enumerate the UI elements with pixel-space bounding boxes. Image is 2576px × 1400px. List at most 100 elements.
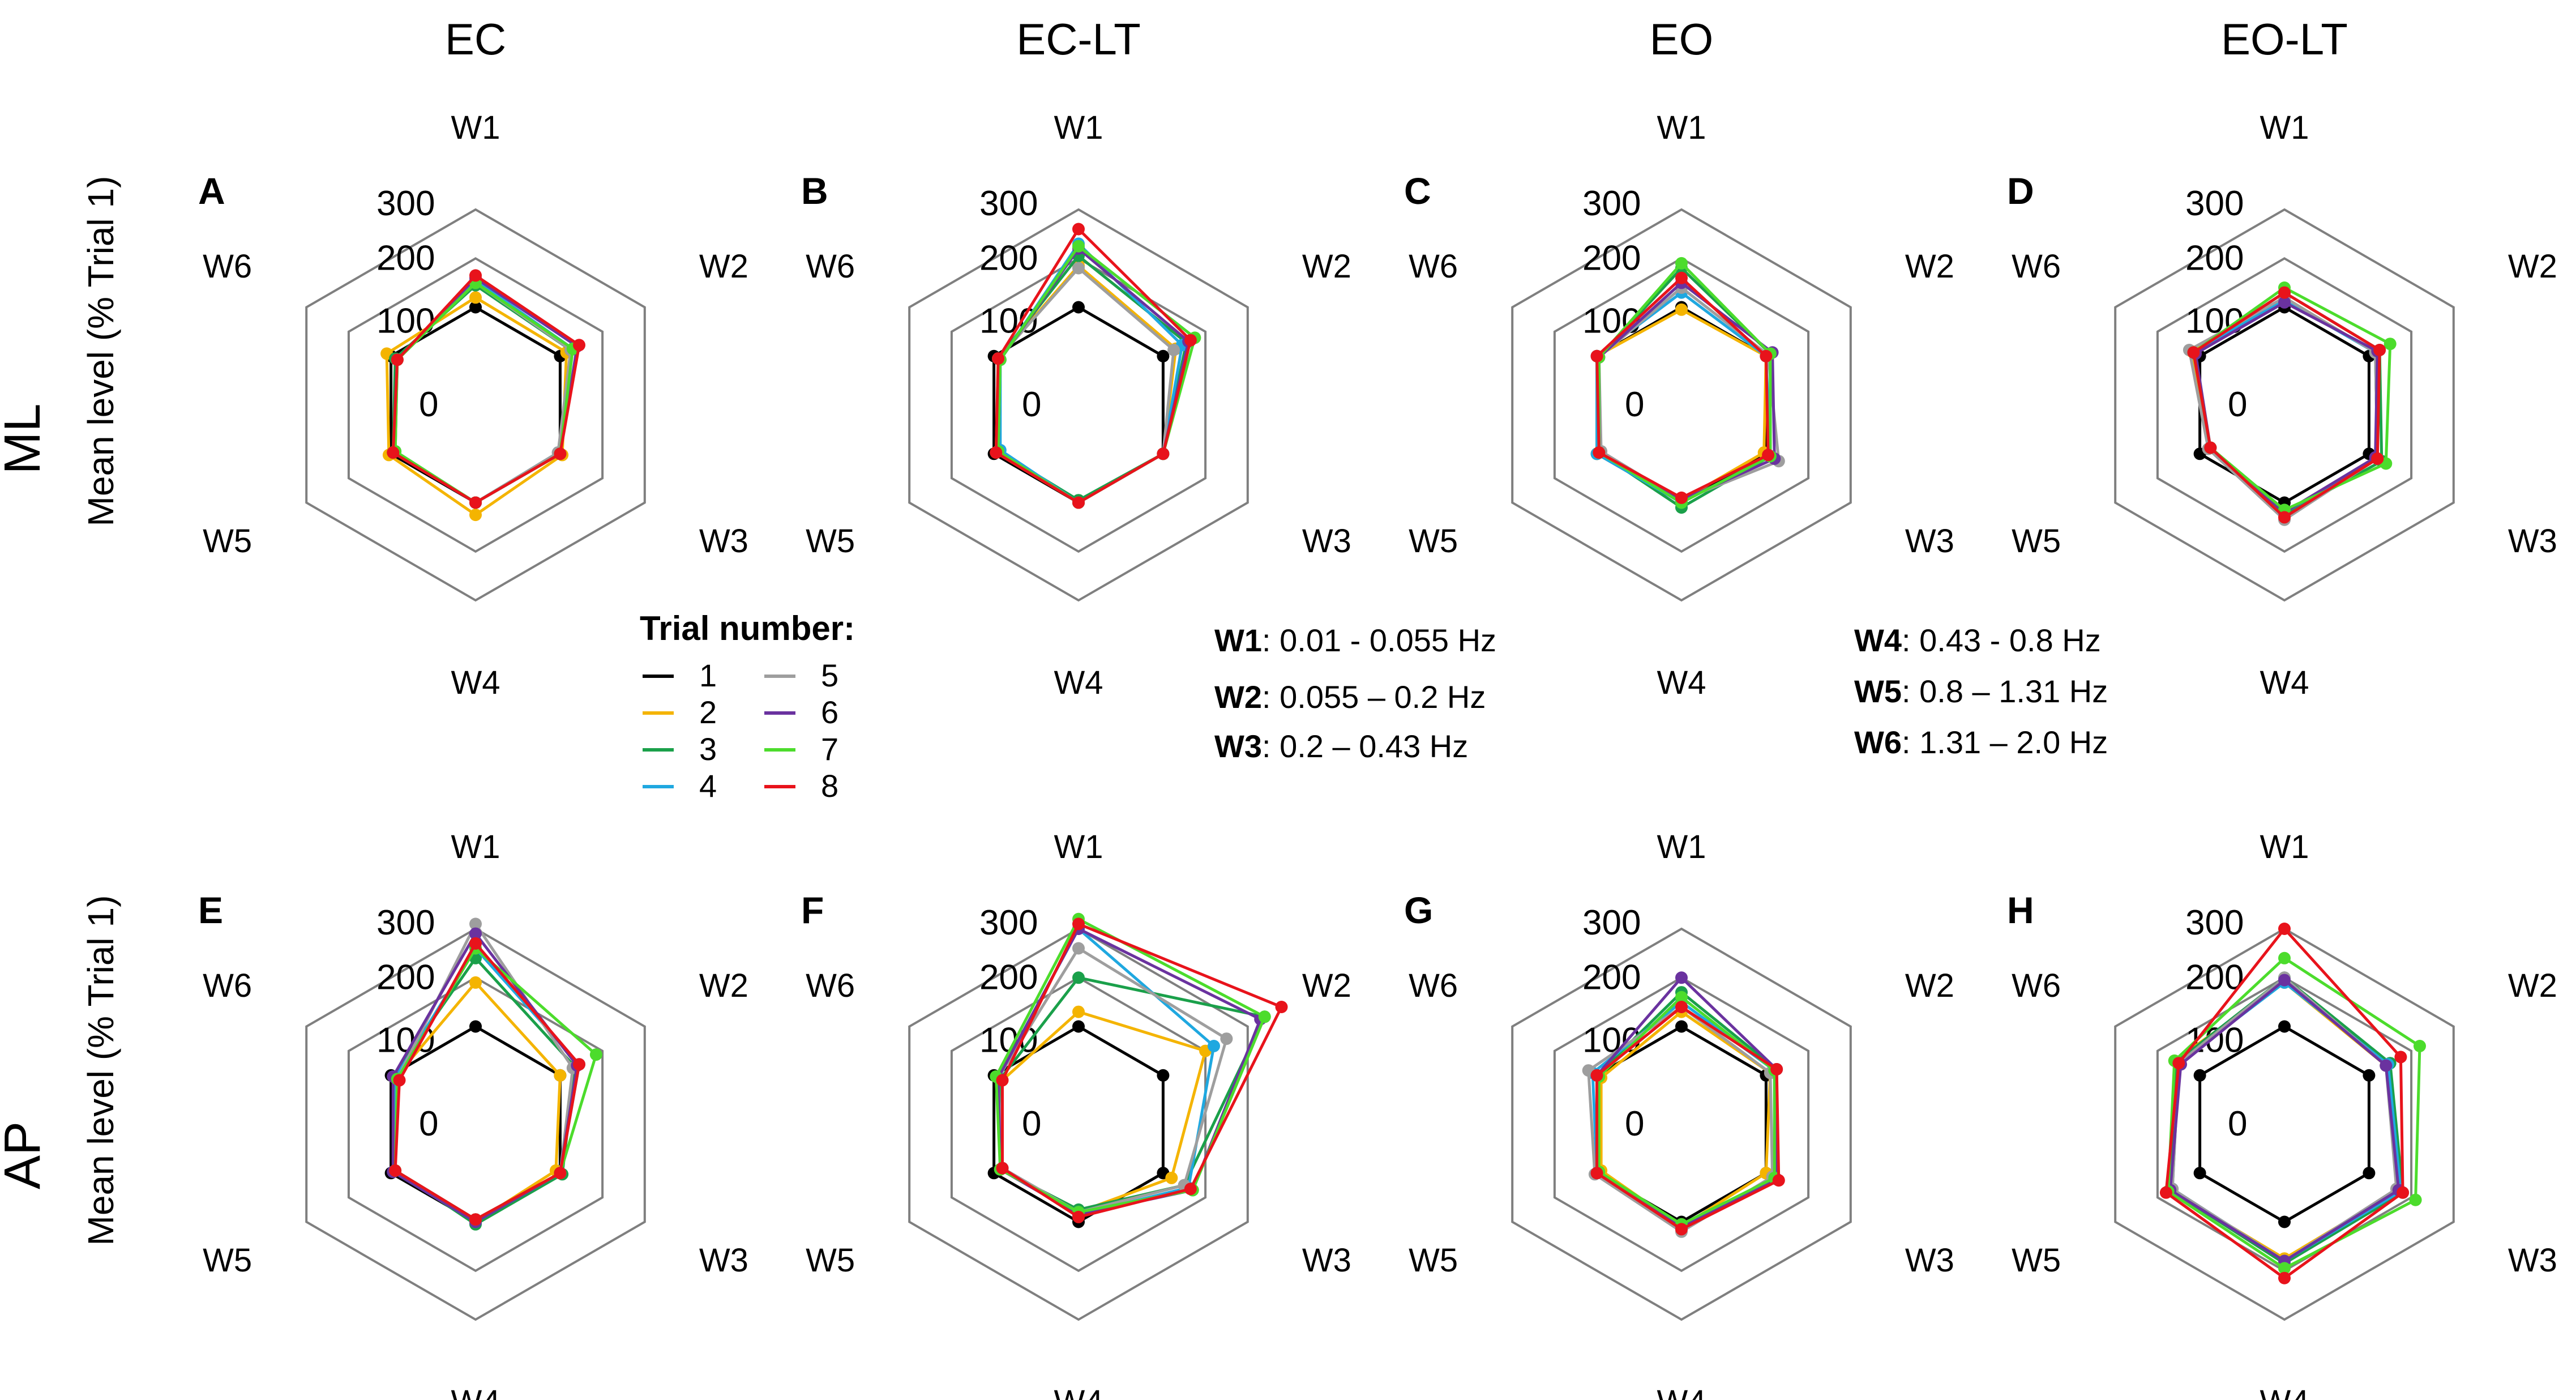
series-point-trial-8-w4 [1072, 1210, 1085, 1223]
radar-panels: A0100200300W1W2W3W4W5W6B0100200300W1W2W3… [198, 109, 2557, 1400]
ylabel-top: Mean level (% Trial 1) [80, 176, 121, 527]
series-point-trial-8-w6 [1590, 349, 1603, 362]
axis-label-w1: W1 [1657, 109, 1706, 146]
column-title-eo: EO [1650, 14, 1714, 64]
row-title-ml: ML [0, 403, 51, 474]
column-title-ec: EC [445, 14, 506, 64]
series-point-trial-8-w5 [2204, 441, 2217, 454]
axis-label-w5: W5 [203, 1242, 252, 1279]
tick-label-100: 100 [2185, 302, 2244, 341]
tick-label-0: 0 [2228, 1104, 2247, 1143]
series-point-trial-8-w3 [2397, 1186, 2410, 1199]
series-point-trial-1-w1 [469, 301, 482, 314]
series-point-trial-1-w4 [2278, 1215, 2291, 1228]
radar-panel-h: H0100200300W1W2W3W4W5W6 [2007, 829, 2557, 1400]
series-point-trial-2-w2 [554, 1069, 567, 1082]
axis-label-w3: W3 [1302, 1242, 1351, 1279]
series-point-trial-7-w3 [2409, 1193, 2422, 1206]
series-point-trial-2-w3 [1165, 1171, 1178, 1184]
series-point-trial-6-w1 [1675, 971, 1688, 984]
grid-ring-200 [347, 257, 604, 553]
series-point-trial-5-w1 [1072, 262, 1085, 275]
axis-label-w5: W5 [1409, 523, 1458, 560]
band-def-w3-range: : 0.2 – 0.43 Hz [1262, 728, 1468, 764]
band-def-w6-range: : 1.31 – 2.0 Hz [1902, 724, 2108, 760]
axis-label-w2: W2 [1302, 248, 1351, 285]
series-point-trial-4-w2 [1208, 1040, 1220, 1052]
series-line-trial-6 [996, 247, 1190, 504]
legend-label-4: 4 [699, 768, 717, 804]
series-point-trial-8-w6 [391, 353, 404, 366]
axis-label-w6: W6 [203, 967, 252, 1004]
legend-label-2: 2 [699, 694, 717, 730]
tick-label-0: 0 [1625, 385, 1644, 424]
row-title-ap: AP [0, 1121, 51, 1189]
series-point-trial-8-w4 [2278, 1271, 2291, 1284]
radar-panel-g: G0100200300W1W2W3W4W5W6 [1404, 829, 1954, 1400]
series-point-trial-8-w6 [393, 1074, 406, 1087]
axis-label-w1: W1 [1657, 829, 1706, 865]
series-point-trial-3-w1 [1072, 971, 1085, 984]
grid-ring-200 [1553, 257, 1810, 553]
tick-label-200: 200 [1582, 958, 1641, 997]
series-point-trial-1-w1 [2278, 1020, 2291, 1033]
series-point-trial-8-w3 [1157, 447, 1170, 460]
axis-label-w3: W3 [2508, 1242, 2557, 1279]
series-point-trial-8-w1 [2278, 286, 2291, 299]
series-point-trial-8-w2 [1184, 334, 1197, 347]
series-point-trial-5-w2 [1167, 344, 1180, 356]
column-title-ec-lt: EC-LT [1016, 14, 1141, 64]
series-point-trial-8-w1 [2278, 923, 2291, 935]
series-point-trial-7-w1 [1072, 240, 1085, 253]
axis-label-w2: W2 [699, 967, 748, 1004]
grid-ring-200 [347, 976, 604, 1273]
tick-label-300: 300 [376, 903, 435, 942]
axis-label-w3: W3 [699, 523, 748, 560]
grid-ring-300 [1511, 927, 1852, 1321]
band-def-w3-name: W3 [1214, 728, 1262, 764]
grid-ring-300 [1511, 208, 1852, 602]
grid-ring-300 [305, 927, 646, 1321]
axis-label-w5: W5 [203, 523, 252, 560]
tick-label-0: 0 [1625, 1104, 1644, 1143]
series-point-trial-8-w2 [1760, 349, 1773, 362]
series-point-trial-8-w4 [1072, 496, 1085, 509]
axis-label-w3: W3 [1302, 523, 1351, 560]
series-point-trial-1-w1 [1675, 1020, 1688, 1033]
axis-label-w1: W1 [2260, 829, 2309, 865]
series-point-trial-8-w5 [990, 446, 1003, 459]
grid-ring-300 [908, 927, 1249, 1321]
legend-label-5: 5 [821, 658, 838, 693]
series-point-trial-8-w1 [1072, 917, 1085, 931]
axis-label-w5: W5 [2012, 1242, 2061, 1279]
series-point-trial-7-w2 [1258, 1010, 1271, 1023]
legend-label-3: 3 [699, 731, 717, 767]
series-point-trial-8-w2 [2394, 1051, 2407, 1064]
tick-label-200: 200 [2185, 238, 2244, 278]
axis-label-w2: W2 [2508, 248, 2557, 285]
tick-label-300: 300 [376, 184, 435, 223]
series-point-trial-7-w2 [2414, 1040, 2426, 1052]
panel-letter-g: G [1404, 889, 1433, 931]
legend-label-8: 8 [821, 768, 838, 804]
axis-label-w1: W1 [1054, 109, 1103, 146]
series-point-trial-8-w2 [1770, 1063, 1783, 1075]
axis-label-w4: W4 [1657, 664, 1706, 701]
series-point-trial-8-w3 [1762, 449, 1775, 462]
series-point-trial-8-w5 [1590, 1167, 1603, 1180]
axis-label-w6: W6 [2012, 248, 2061, 285]
series-point-trial-5-w1 [1072, 942, 1085, 955]
radar-panel-f: F0100200300W1W2W3W4W5W6 [801, 829, 1351, 1400]
tick-label-0: 0 [419, 385, 438, 424]
grid-ring-300 [2114, 927, 2455, 1321]
series-point-trial-8-w3 [1772, 1174, 1785, 1187]
series-point-trial-8-w1 [469, 269, 482, 282]
tick-label-0: 0 [2228, 385, 2247, 424]
series-point-trial-8-w4 [1675, 491, 1688, 504]
series-point-trial-8-w2 [573, 339, 585, 352]
tick-label-200: 200 [2185, 958, 2244, 997]
axis-label-w3: W3 [2508, 523, 2557, 560]
axis-label-w6: W6 [806, 967, 855, 1004]
